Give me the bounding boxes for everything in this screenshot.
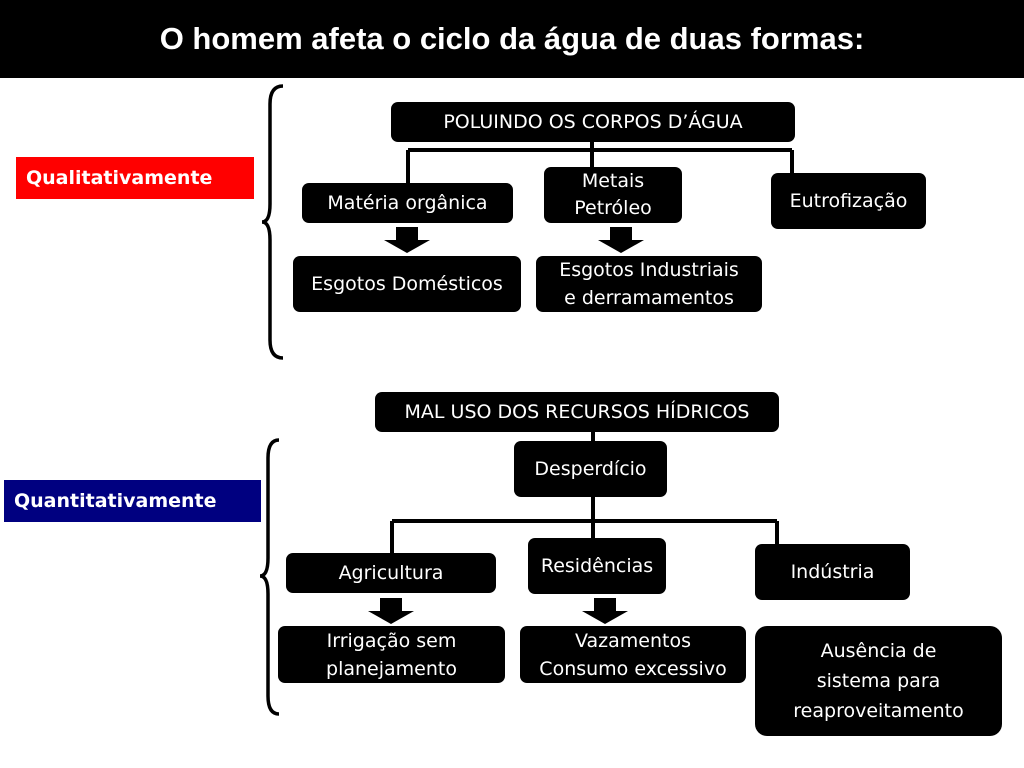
no-reuse-system-box: Ausência de sistema para reaproveitament… [755, 626, 1002, 736]
arrow-down-icon [368, 598, 414, 624]
pollution-header-box: POLUINDO OS CORPOS D’ÁGUA [391, 102, 795, 142]
industrial-sewage-box: Esgotos Industriais e derramamentos [536, 256, 762, 312]
quantitative-label: Quantitativamente [4, 480, 261, 522]
agriculture-box: Agricultura [286, 553, 496, 593]
residences-box: Residências [528, 538, 666, 594]
slide-title: O homem afeta o ciclo da água de duas fo… [0, 0, 1024, 78]
industry-box: Indústria [755, 544, 910, 600]
qualitative-label: Qualitativamente [16, 157, 254, 199]
irrigation-box: Irrigação sem planejamento [278, 626, 505, 683]
brace-top [261, 84, 284, 360]
domestic-sewage-box: Esgotos Domésticos [293, 256, 521, 312]
arrow-down-icon [598, 227, 644, 253]
arrow-down-icon [582, 598, 628, 624]
brace-bottom [259, 438, 280, 716]
metals-petroleum-box: Metais Petróleo [544, 167, 682, 223]
misuse-header-box: MAL USO DOS RECURSOS HÍDRICOS [375, 392, 779, 432]
eutrophication-box: Eutrofização [771, 173, 926, 229]
arrow-down-icon [384, 227, 430, 253]
waste-box: Desperdício [514, 441, 667, 497]
leaks-box: Vazamentos Consumo excessivo [520, 626, 746, 683]
organic-matter-box: Matéria orgânica [302, 183, 513, 223]
